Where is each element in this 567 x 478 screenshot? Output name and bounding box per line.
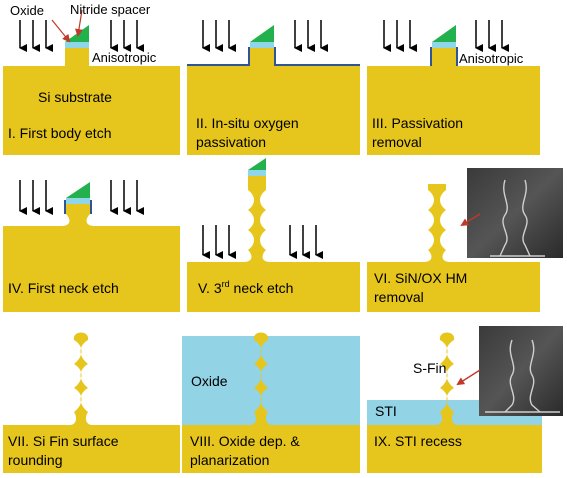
oxide-fill	[182, 336, 360, 425]
silicon-body	[3, 204, 180, 312]
silicon-body	[3, 48, 180, 155]
nitride-spacer	[65, 25, 89, 42]
nitride-callout-arrow	[74, 9, 83, 37]
sem-micrograph-image	[479, 326, 563, 416]
anisotropic-label: Anisotropic	[459, 51, 524, 66]
panel-3: Anisotropic III. Passivation removal	[367, 20, 540, 155]
panel-3-caption-line2: removal	[372, 134, 422, 150]
panel-2: II. In-situ oxygen passivation	[187, 20, 360, 155]
panel-9-caption: IX. STI recess	[374, 433, 462, 449]
passivation-sidewall	[456, 47, 458, 66]
sem-fin-profile	[490, 179, 545, 257]
panel-8: Oxide VIII. Oxide dep. & planarization	[182, 332, 360, 473]
panel-3-caption-line1: III. Passivation	[372, 115, 463, 131]
silicon-body	[367, 184, 540, 312]
silicon-body	[187, 48, 360, 155]
etch-arrows	[202, 20, 328, 52]
oxide-layer	[66, 198, 90, 204]
panel-9: S-Fin STI IX. STI recess	[367, 326, 563, 473]
nitride-spacer	[248, 158, 266, 170]
silicon-body	[187, 176, 360, 312]
oxide-layer	[250, 42, 274, 48]
panel-6-caption-line1: VI. SiN/OX HM	[374, 270, 467, 286]
nitride-spacer	[250, 25, 274, 42]
panel-5-caption: V. 3rd neck etch	[198, 279, 293, 296]
sem-fin-profile	[485, 339, 560, 413]
panel-6-caption-line2: removal	[374, 289, 424, 305]
panel-2-caption-line2: passivation	[196, 134, 266, 150]
sfin-callout-arrow	[456, 369, 481, 386]
sem-micrograph-image	[467, 168, 563, 258]
etch-arrows	[19, 180, 144, 215]
panel-7: VII. Si Fin surface rounding	[3, 332, 180, 473]
panel-1-caption: I. First body etch	[8, 125, 111, 141]
oxide-fill-label: Oxide	[191, 373, 228, 389]
silicon-body	[182, 332, 360, 473]
panel-8-caption-line1: VIII. Oxide dep. &	[190, 433, 300, 449]
panel-6: VI. SiN/OX HM removal	[367, 168, 563, 312]
passivation-sidewall	[430, 47, 432, 66]
passivation-sidewall	[64, 200, 66, 214]
nitride-spacer-label: Nitride spacer	[70, 2, 151, 17]
silicon-body	[367, 332, 542, 473]
panel-4: IV. First neck etch	[3, 180, 180, 312]
etch-arrows	[202, 225, 323, 259]
panel-5: V. 3rd neck etch	[187, 158, 360, 312]
oxide-layer	[248, 170, 266, 176]
panel-1: Oxide Nitride spacer Anisotropic Si subs…	[3, 2, 180, 155]
s-fin-label: S-Fin	[413, 360, 446, 376]
nitride-spacer	[432, 25, 456, 42]
panel-7-caption-line1: VII. Si Fin surface	[8, 433, 119, 449]
panel-4-caption: IV. First neck etch	[8, 280, 119, 296]
silicon-body	[367, 48, 540, 155]
oxide-label: Oxide	[10, 3, 44, 18]
panel-2-caption-line1: II. In-situ oxygen	[196, 115, 299, 131]
sem-callout-arrow	[460, 213, 481, 227]
passivation-sidewall	[90, 200, 92, 214]
panel-7-caption-line2: rounding	[8, 452, 63, 468]
panel-8-caption-line2: planarization	[190, 452, 269, 468]
etch-arrows	[19, 20, 144, 52]
oxide-callout-arrow	[51, 19, 71, 43]
si-substrate-label: Si substrate	[38, 89, 112, 105]
silicon-body	[3, 332, 180, 473]
oxide-layer	[432, 42, 456, 48]
passivation-layer	[187, 47, 360, 66]
anisotropic-label: Anisotropic	[92, 50, 157, 65]
sti-label: STI	[375, 403, 397, 419]
oxide-layer	[65, 42, 89, 48]
nitride-spacer	[66, 182, 90, 198]
etch-arrows	[383, 20, 509, 52]
